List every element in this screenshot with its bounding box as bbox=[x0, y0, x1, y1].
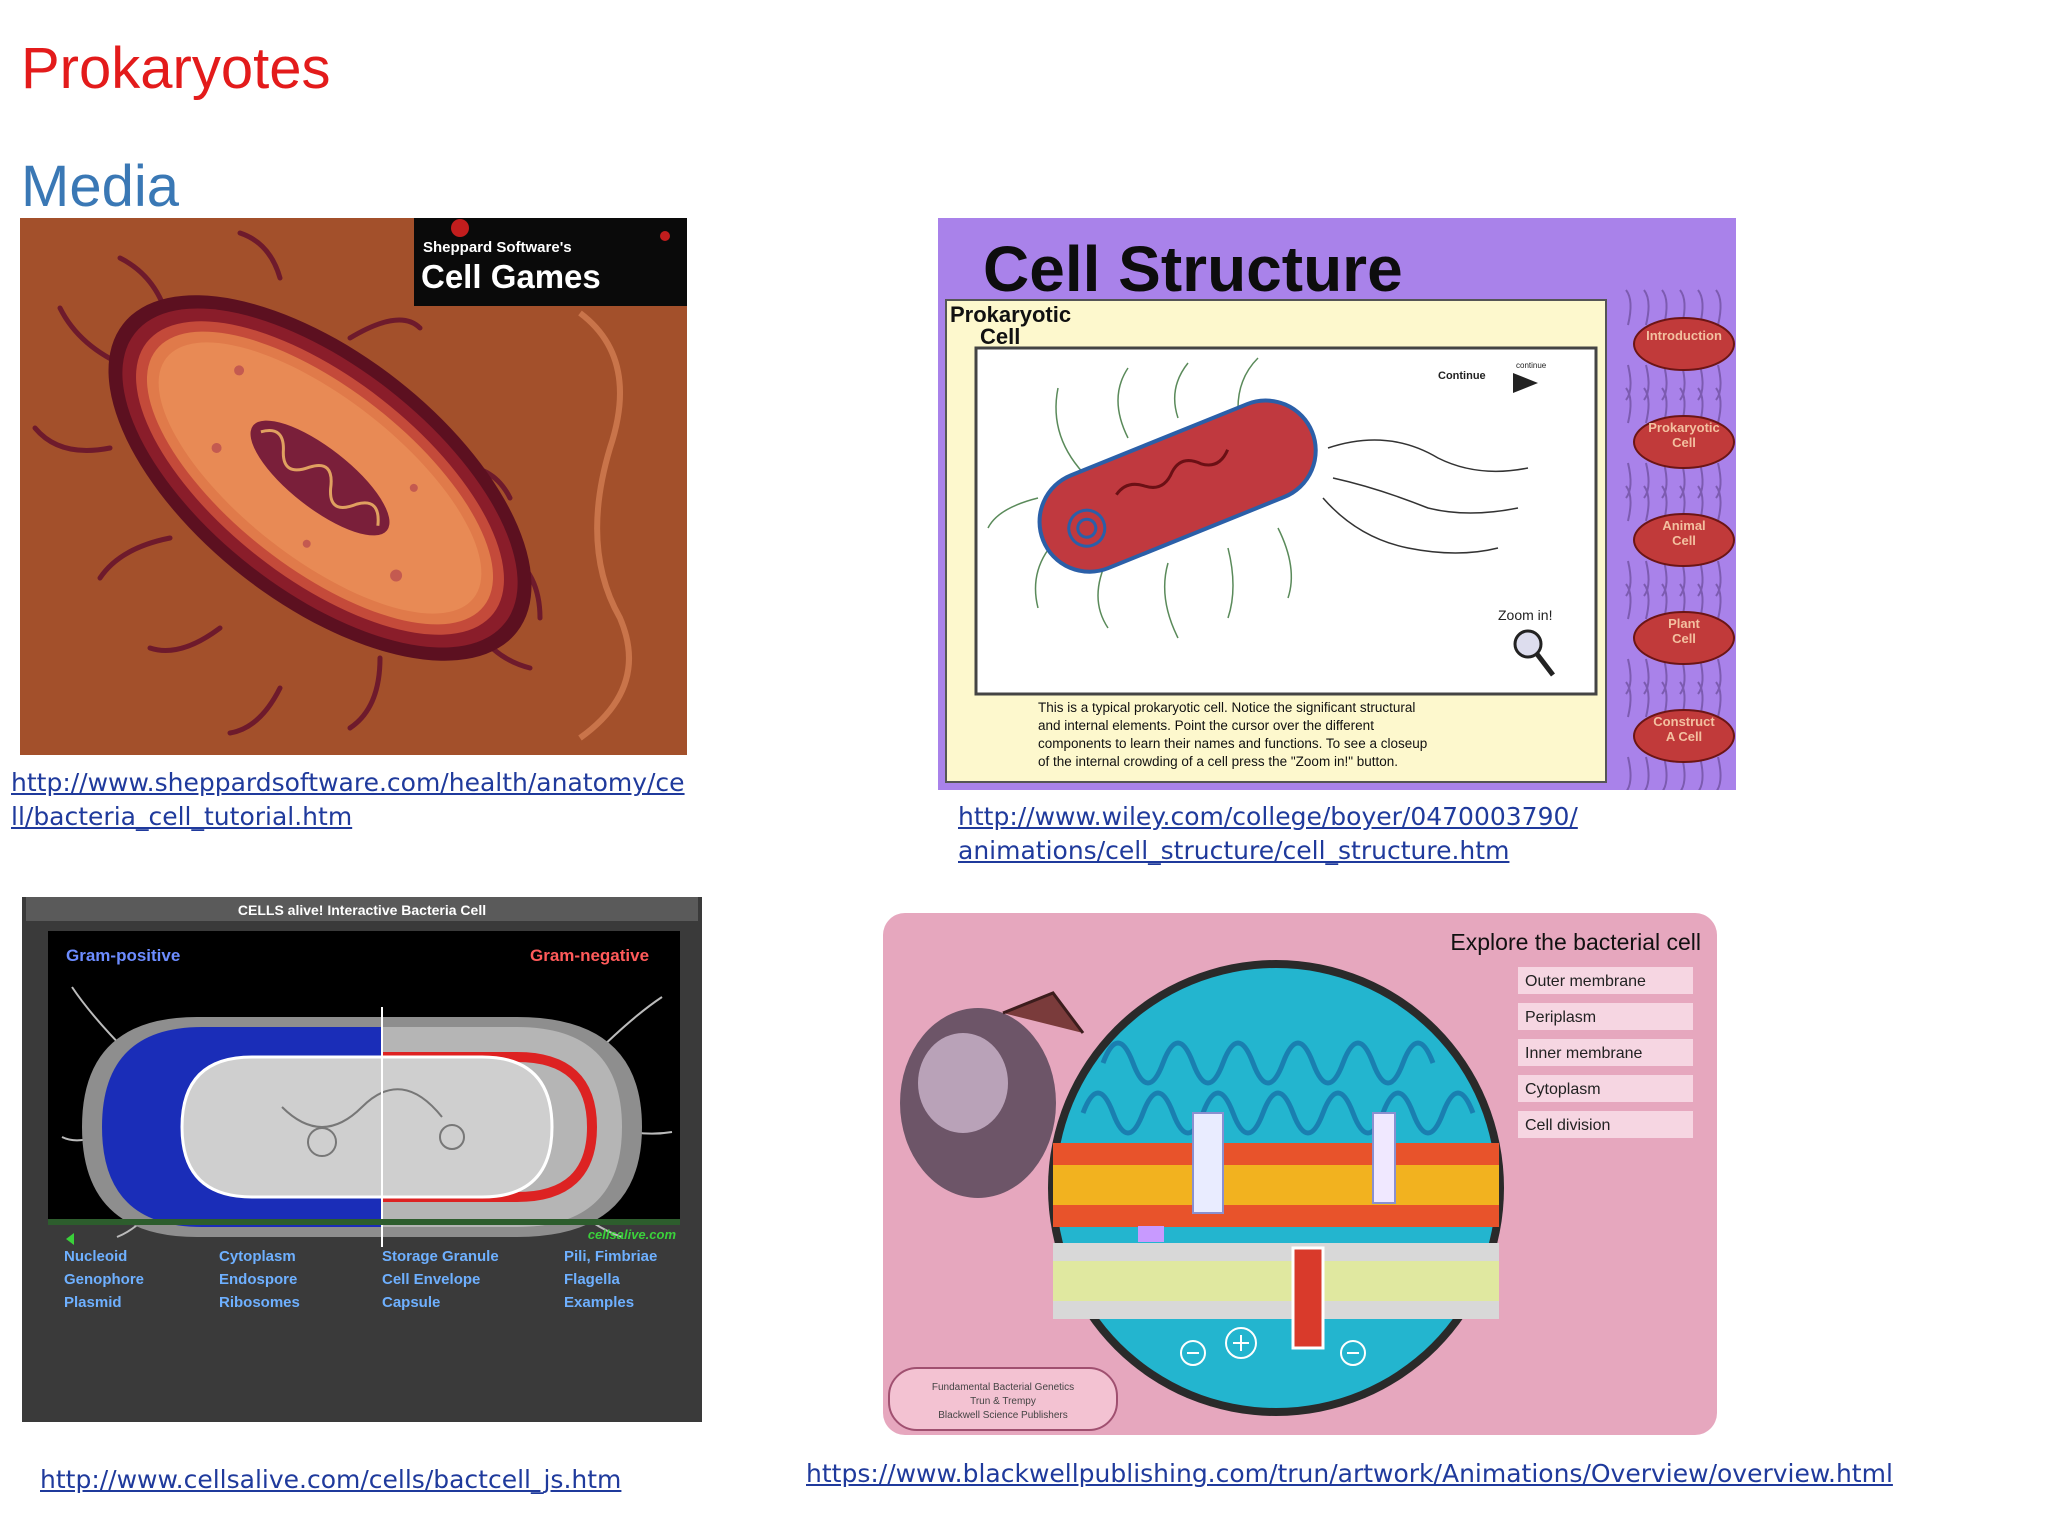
cell-games-brand-small: Sheppard Software's bbox=[423, 239, 572, 256]
cell-structure-caption-2: components to learn their names and func… bbox=[1038, 736, 1427, 751]
cell-structure-label-line1: Prokaryotic bbox=[950, 302, 1071, 327]
cell-structure-link-line2[interactable]: animations/cell_structure/cell_structure… bbox=[958, 836, 1510, 865]
cell-structure-menu-item-0[interactable]: Introduction bbox=[1625, 289, 1735, 401]
cell-structure-menu-label: Cell bbox=[1672, 435, 1696, 450]
cell-structure-menu-label: A Cell bbox=[1666, 729, 1702, 744]
cell-structure-image[interactable]: Cell Structure Prokaryotic Cell Continue… bbox=[938, 218, 1736, 790]
cells-alive-menu-item[interactable]: Ribosomes bbox=[219, 1294, 300, 1311]
cells-alive-menu-item[interactable]: Endospore bbox=[219, 1271, 297, 1288]
cell-structure-menu-label: Introduction bbox=[1646, 328, 1722, 343]
slide-subtitle: Media bbox=[21, 154, 179, 219]
cells-alive-site[interactable]: cellsalive.com bbox=[588, 1227, 677, 1242]
explore-menu-item[interactable]: Inner membrane bbox=[1518, 1039, 1693, 1066]
cell-structure-caption-0: This is a typical prokaryotic cell. Noti… bbox=[1038, 700, 1415, 715]
cells-alive-menu-item[interactable]: Nucleoid bbox=[64, 1248, 127, 1265]
cells-alive-image[interactable]: CELLS alive! Interactive Bacteria Cell G… bbox=[22, 897, 702, 1422]
cell-games-brand-big: Cell Games bbox=[421, 258, 601, 295]
slide-title: Prokaryotes bbox=[21, 36, 331, 101]
cell-structure-menu-label: Animal bbox=[1662, 518, 1705, 533]
explore-credit-line: Blackwell Science Publishers bbox=[938, 1410, 1068, 1421]
explore-heading: Explore the bacterial cell bbox=[1450, 929, 1701, 955]
cells-alive-menu-item[interactable]: Examples bbox=[564, 1294, 634, 1311]
explore-menu-item[interactable]: Outer membrane bbox=[1518, 967, 1693, 994]
cell-structure-continue-small: continue bbox=[1516, 361, 1547, 370]
cells-alive-menu-item[interactable]: Plasmid bbox=[64, 1294, 122, 1311]
cell-structure-menu-label: Construct bbox=[1653, 714, 1715, 729]
cells-alive-menu-item[interactable]: Storage Granule bbox=[382, 1248, 499, 1265]
explore-credit-line: Trun & Trempy bbox=[970, 1396, 1036, 1407]
cell-structure-menu-label: Cell bbox=[1672, 631, 1696, 646]
gram-negative-label[interactable]: Gram-negative bbox=[530, 946, 649, 965]
explore-image[interactable]: Explore the bacterial cell Outer membran… bbox=[883, 913, 1717, 1435]
explore-menu-label: Periplasm bbox=[1525, 1009, 1596, 1026]
cell-structure-link-line1[interactable]: http://www.wiley.com/college/boyer/04700… bbox=[958, 802, 1578, 831]
cell-games-link-line2[interactable]: ll/bacteria_cell_tutorial.htm bbox=[11, 802, 353, 831]
explore-menu-item[interactable]: Periplasm bbox=[1518, 1003, 1693, 1030]
gram-positive-label[interactable]: Gram-positive bbox=[66, 946, 180, 965]
cells-alive-menu-item[interactable]: Flagella bbox=[564, 1271, 621, 1288]
cell-structure-continue[interactable]: Continue bbox=[1438, 370, 1486, 382]
cell-structure-menu-label: Prokaryotic bbox=[1648, 420, 1720, 435]
cells-alive-menu-item[interactable]: Genophore bbox=[64, 1271, 144, 1288]
explore-link[interactable]: https://www.blackwellpublishing.com/trun… bbox=[806, 1459, 1893, 1488]
cells-alive-link[interactable]: http://www.cellsalive.com/cells/bactcell… bbox=[40, 1465, 622, 1494]
cell-structure-caption-1: and internal elements. Point the cursor … bbox=[1038, 718, 1374, 733]
explore-menu-label: Cell division bbox=[1525, 1117, 1610, 1134]
cell-structure-caption-3: of the internal crowding of a cell press… bbox=[1038, 754, 1398, 769]
explore-menu-item[interactable]: Cell division bbox=[1518, 1111, 1693, 1138]
cell-games-image[interactable]: Sheppard Software's Cell Games bbox=[20, 218, 687, 755]
cell-structure-heading: Cell Structure bbox=[983, 233, 1403, 305]
explore-credit-line: Fundamental Bacterial Genetics bbox=[932, 1382, 1074, 1393]
cell-structure-menu-label: Cell bbox=[1672, 533, 1696, 548]
cells-alive-header: CELLS alive! Interactive Bacteria Cell bbox=[238, 902, 486, 918]
cell-structure-label-line2: Cell bbox=[980, 324, 1020, 349]
cells-alive-menu-item[interactable]: Cytoplasm bbox=[219, 1248, 296, 1265]
cells-alive-menu-item[interactable]: Cell Envelope bbox=[382, 1271, 480, 1288]
cell-games-link-line1[interactable]: http://www.sheppardsoftware.com/health/a… bbox=[11, 768, 685, 797]
cell-structure-zoom[interactable]: Zoom in! bbox=[1498, 607, 1552, 623]
explore-menu-label: Inner membrane bbox=[1525, 1045, 1642, 1062]
cells-alive-menu-item[interactable]: Capsule bbox=[382, 1294, 440, 1311]
explore-menu-item[interactable]: Cytoplasm bbox=[1518, 1075, 1693, 1102]
cell-structure-menu-label: Plant bbox=[1668, 616, 1700, 631]
cells-alive-menu-item[interactable]: Pili, Fimbriae bbox=[564, 1248, 657, 1265]
explore-menu-label: Outer membrane bbox=[1525, 973, 1646, 990]
explore-menu-label: Cytoplasm bbox=[1525, 1081, 1601, 1098]
magnifier-icon[interactable] bbox=[1513, 629, 1555, 677]
